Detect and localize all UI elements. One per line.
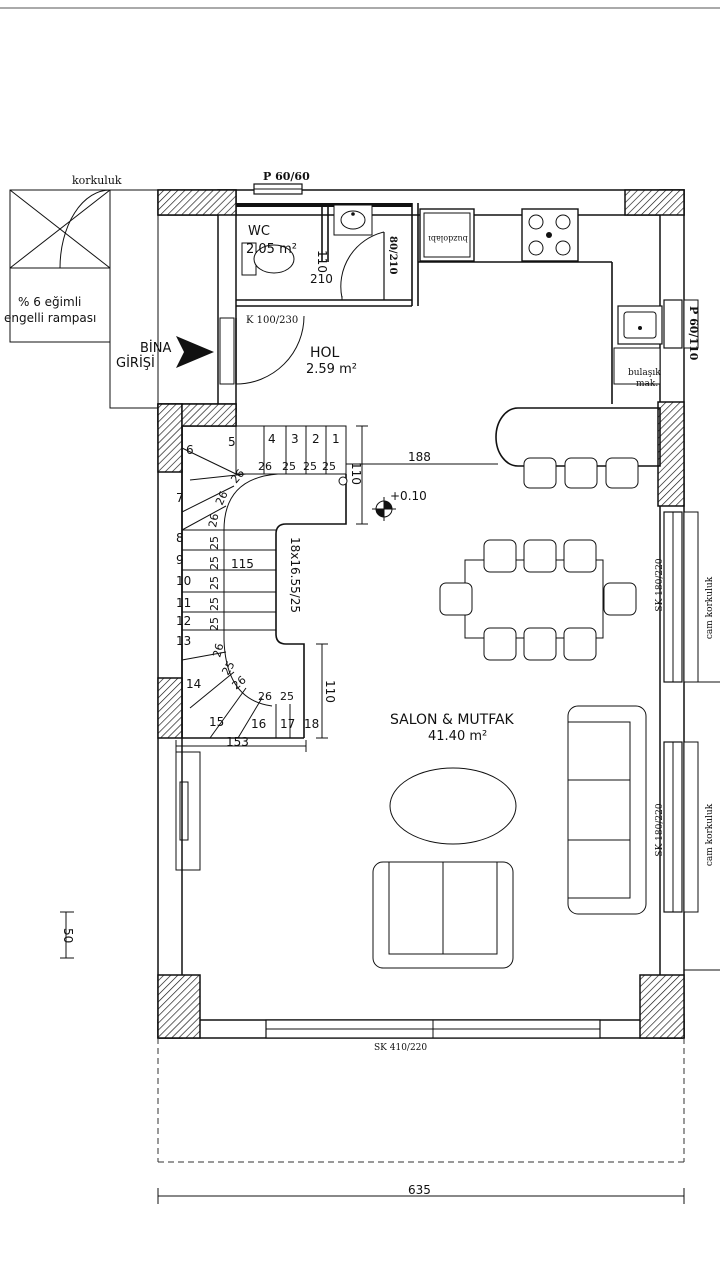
stair-step-numbers: 1 2 3 4 5 6 7 8 9 10 11 12 13 14 15 16 1… [176, 432, 340, 731]
tread-7: 26 [206, 512, 221, 528]
tread-3: 25 [282, 460, 296, 473]
step-2: 2 [312, 432, 320, 446]
level-label: +0.10 [390, 489, 427, 503]
window-right-1-label: SK 180/220 [655, 558, 665, 611]
ramp-area [9, 189, 159, 409]
dim-stair-top: 110 [349, 462, 363, 485]
dim-left-50: 50 [61, 928, 75, 943]
step-9: 9 [176, 553, 184, 567]
step-8: 8 [176, 531, 184, 545]
tread-2: 25 [303, 460, 317, 473]
step-12: 12 [176, 614, 191, 628]
stair-tread-labels: 25 25 25 26 26 26 26 25 25 25 25 25 26 2… [206, 460, 336, 703]
step-15: 15 [209, 715, 224, 729]
step-17: 17 [280, 717, 295, 731]
entrance-label-1: BİNA [140, 340, 171, 356]
window-bottom [265, 1019, 601, 1039]
wc-room [236, 203, 419, 307]
right-windows [663, 299, 720, 971]
step-4: 4 [268, 432, 276, 446]
door-wc-label: 80/210 [387, 236, 398, 274]
dim-wc-h: 110 [315, 250, 329, 273]
window-top-label: P 60/60 [263, 170, 310, 183]
tread-17: 25 [280, 690, 294, 703]
window-top [253, 183, 303, 195]
dim-stair-bottom-h: 110 [323, 680, 337, 703]
korkuluk-label: korkuluk [72, 174, 122, 187]
step-10: 10 [176, 574, 191, 588]
living-furniture [175, 705, 647, 969]
step-6: 6 [186, 443, 194, 457]
tread-12: 25 [208, 617, 221, 631]
cam-korkuluk-1: cam korkuluk [705, 576, 715, 639]
ramp-label-2: engelli rampası [4, 311, 96, 325]
outer-walls [157, 189, 685, 1039]
window-bottom-label: SK 410/220 [374, 1043, 427, 1053]
dishwasher-label-1: bulaşık [628, 368, 661, 378]
dim-left-50-line [60, 911, 74, 959]
staircase [181, 425, 498, 739]
tread-9: 25 [208, 556, 221, 570]
tread-14: 25 [219, 659, 237, 678]
step-11: 11 [176, 596, 191, 610]
cam-korkuluk-2: cam korkuluk [705, 803, 715, 866]
salon-area: 41.40 m² [428, 729, 487, 744]
terrace-outline [157, 1038, 685, 1163]
step-5: 5 [228, 435, 236, 449]
tread-11: 25 [208, 597, 221, 611]
hol-name: HOL [310, 345, 340, 361]
step-7: 7 [176, 491, 184, 505]
tread-10: 25 [208, 576, 221, 590]
window-right-2-label: SK 180/220 [655, 803, 665, 856]
dim-stair-bottom-w: 153 [226, 735, 249, 749]
dim-wc-w: 210 [310, 272, 333, 286]
tread-16: 26 [258, 690, 272, 703]
dim-overall-width: 635 [408, 1183, 431, 1197]
step-3: 3 [291, 432, 299, 446]
tread-5: 26 [228, 467, 247, 486]
dining-table [439, 539, 637, 661]
salon-name: SALON & MUTFAK [390, 712, 515, 728]
dim-stair-width: 115 [231, 557, 254, 571]
main-door [219, 315, 305, 385]
stair-size-label: 18x16.55/25 [288, 537, 302, 613]
hol-area: 2.59 m² [306, 362, 357, 377]
step-1: 1 [332, 432, 340, 446]
fridge-label: buzdolabı [428, 234, 468, 243]
kitchen-counter: buzdolabı [418, 208, 663, 489]
dim-overall-line [157, 1188, 685, 1204]
stair-dimension-lines [175, 425, 368, 752]
step-18: 18 [304, 717, 319, 731]
tread-6: 26 [213, 489, 231, 507]
step-16: 16 [251, 717, 266, 731]
door-main-label: K 100/230 [246, 315, 298, 326]
dishwasher-label-2: mak. [636, 379, 658, 389]
tread-15: 26 [230, 673, 249, 692]
tread-13: 26 [210, 642, 226, 659]
tread-8: 25 [208, 536, 221, 550]
step-13: 13 [176, 634, 191, 648]
ramp-label-1: % 6 eğimli [18, 295, 81, 309]
tread-1: 25 [322, 460, 336, 473]
structural-columns [157, 189, 685, 1039]
level-marker-icon [372, 497, 396, 521]
wc-name: WC [248, 224, 270, 239]
entrance-label-2: GİRİŞİ [116, 355, 155, 371]
step-14: 14 [186, 677, 201, 691]
window-right-side-label: P 60/110 [687, 306, 700, 361]
dim-counter: 188 [408, 450, 431, 464]
wc-area: 2.05 m² [246, 242, 297, 257]
tread-4: 26 [258, 460, 272, 473]
entrance-arrow-icon [176, 336, 214, 368]
